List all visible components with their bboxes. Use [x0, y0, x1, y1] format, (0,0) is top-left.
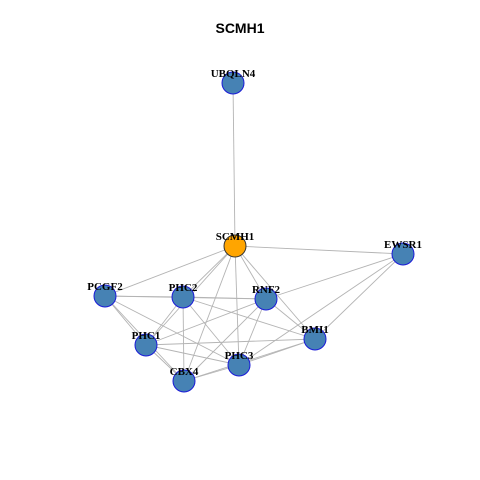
edge-scmh1-phc2: [182, 245, 236, 298]
edge-ewsr1-phc3: [238, 253, 404, 366]
node-circle[interactable]: [254, 287, 278, 311]
edge-scmh1-phc3: [234, 245, 240, 366]
node-circle[interactable]: [303, 327, 327, 351]
edge-scmh1-ubqln4: [232, 82, 236, 247]
node-circle[interactable]: [227, 353, 251, 377]
node-ewsr1[interactable]: EWSR1: [384, 239, 422, 266]
edge-phc2-cbx4: [182, 296, 185, 382]
node-label: CBX4: [170, 366, 199, 378]
node-circle[interactable]: [221, 71, 245, 95]
node-label: PHC3: [225, 350, 254, 362]
node-bmi1[interactable]: BMI1: [301, 324, 329, 351]
edge-rnf2-phc1: [145, 298, 267, 346]
edge-phc2-rnf2: [182, 296, 267, 300]
node-phc1[interactable]: PHC1: [132, 330, 161, 357]
node-cbx4[interactable]: CBX4: [170, 366, 199, 393]
edge-phc1-phc3: [145, 344, 240, 366]
edge-scmh1-ewsr1: [234, 245, 404, 255]
edge-phc2-phc3: [182, 296, 240, 366]
edge-rnf2-phc3: [238, 298, 267, 366]
edge-phc2-bmi1: [182, 296, 316, 340]
node-label: SCMH1: [216, 231, 255, 243]
node-pcgf2[interactable]: PCGF2: [87, 281, 123, 308]
node-label: UBQLN4: [211, 68, 256, 80]
edge-pcgf2-phc3: [104, 295, 240, 366]
edge-bmi1-phc1: [145, 338, 316, 346]
node-circle[interactable]: [172, 369, 196, 393]
node-label: BMI1: [301, 324, 329, 336]
node-scmh1[interactable]: SCMH1: [216, 231, 255, 258]
edge-ewsr1-rnf2: [265, 253, 404, 300]
node-circle[interactable]: [134, 333, 158, 357]
node-circle[interactable]: [171, 285, 195, 309]
node-circle[interactable]: [93, 284, 117, 308]
node-phc2[interactable]: PHC2: [169, 282, 198, 309]
node-label: RNF2: [252, 284, 281, 296]
node-circle[interactable]: [223, 234, 247, 258]
edge-rnf2-cbx4: [183, 298, 267, 382]
edge-scmh1-cbx4: [183, 245, 236, 382]
node-label: PHC2: [169, 282, 198, 294]
node-label: PCGF2: [87, 281, 123, 293]
node-phc3[interactable]: PHC3: [225, 350, 254, 377]
edge-layer: [104, 82, 404, 382]
node-ubqln4[interactable]: UBQLN4: [211, 68, 256, 95]
node-label: PHC1: [132, 330, 161, 342]
node-label: EWSR1: [384, 239, 422, 251]
edge-bmi1-cbx4: [183, 338, 316, 382]
edge-scmh1-pcgf2: [104, 245, 236, 297]
diagram-title: SCMH1: [215, 20, 265, 36]
node-circle[interactable]: [391, 242, 415, 266]
edge-ewsr1-bmi1: [314, 253, 404, 340]
node-rnf2[interactable]: RNF2: [252, 284, 281, 311]
